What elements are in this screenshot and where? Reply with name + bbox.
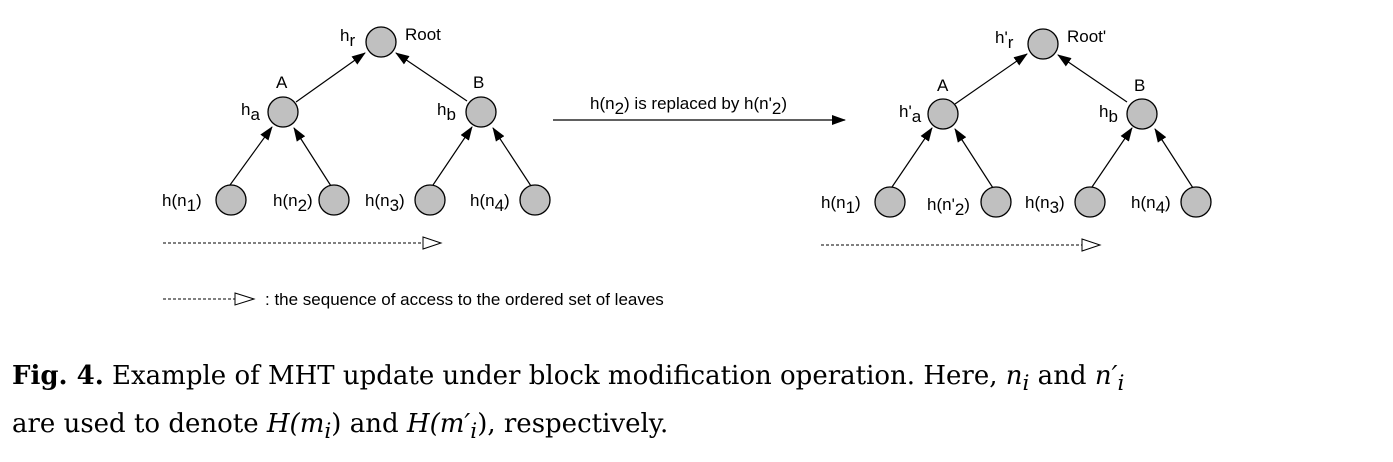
root-node [365,26,397,58]
leaf-label-3-after: h(n3) [1025,193,1065,217]
edge-l4-b-after [1154,128,1194,189]
leaf-label-1-after: h(n1) [821,193,861,217]
legend-arrowhead [234,292,256,306]
node-a-name-after: A [937,76,949,95]
edge-l1-a [229,126,273,186]
leaf-node-1 [215,184,247,216]
caption-text-2: are used to denote [12,409,267,440]
edge-a-root-after [954,53,1028,105]
transition-label: h(n2) is replaced by h(n'2) [590,94,787,118]
edge-l3-b-after [1091,127,1133,188]
access-sequence-arrowhead [422,236,443,250]
edge-l1-a-after [891,127,933,188]
node-a-after [927,98,959,130]
leaf-label-3: h(n3) [365,191,405,215]
root-name: Root [405,25,441,44]
node-b-after [1126,98,1158,130]
node-b [465,96,497,128]
leaf-label-4: h(n4) [470,191,510,215]
leaf-label-4-after: h(n4) [1131,193,1171,217]
caption-n-i: ni [1005,361,1030,397]
edge-l4-b [492,127,532,187]
leaf-node-3 [414,184,446,216]
leaf-node-1-after [874,186,906,218]
edge-b-root [395,52,468,102]
root-hash: hr [340,26,355,50]
node-a [267,96,299,128]
caption-text-1: Example of MHT update under block modifi… [112,361,1006,391]
edge-a-root [295,52,366,103]
root-hash-after: h'r [995,28,1014,52]
legend: : the sequence of access to the ordered … [163,290,664,309]
tree-after: Root' h'r A h'a B hb h(n1) h(n'2) h(n3) … [821,27,1212,252]
transition: h(n2) is replaced by h(n'2) [553,94,846,125]
node-b-hash-after: hb [1099,102,1118,126]
node-a-hash: ha [241,100,260,124]
figure-caption: Fig. 4. Example of MHT update under bloc… [12,361,1125,445]
node-a-hash-after: h'a [899,102,922,126]
root-node-after [1027,28,1059,60]
leaf-label-2: h(n2) [273,191,313,215]
node-b-name-after: B [1134,76,1145,95]
edge-l3-b [432,126,473,186]
leaf-node-2 [318,184,350,216]
caption-n-prime-i: n′i [1094,361,1125,397]
root-name-after: Root' [1067,27,1106,46]
tree-before: Root hr A ha B hb h(n1) h(n2) h(n3) h(n4… [162,25,551,250]
legend-text: : the sequence of access to the ordered … [265,290,664,309]
edge-l2-a [293,127,332,187]
leaf-node-4 [519,184,551,216]
caption-label: Fig. 4. [12,361,104,391]
node-b-hash: hb [437,100,456,124]
edge-l2-a-after [954,128,994,189]
access-sequence-arrowhead-after [1081,238,1102,252]
leaf-label-2-after: h(n'2) [927,195,970,219]
caption-H-m: H(mi [266,409,332,445]
caption-H-m-prime: H(m′i [406,409,478,445]
node-b-name: B [473,73,484,92]
leaf-node-3-after [1074,186,1106,218]
leaf-node-2-after [980,186,1012,218]
edge-b-root-after [1057,54,1128,103]
mht-diagram: Root hr A ha B hb h(n1) h(n2) h(n3) h(n4… [162,25,1212,309]
leaf-node-4-after [1180,186,1212,218]
leaf-label-1: h(n1) [162,191,202,215]
node-a-name: A [276,73,288,92]
